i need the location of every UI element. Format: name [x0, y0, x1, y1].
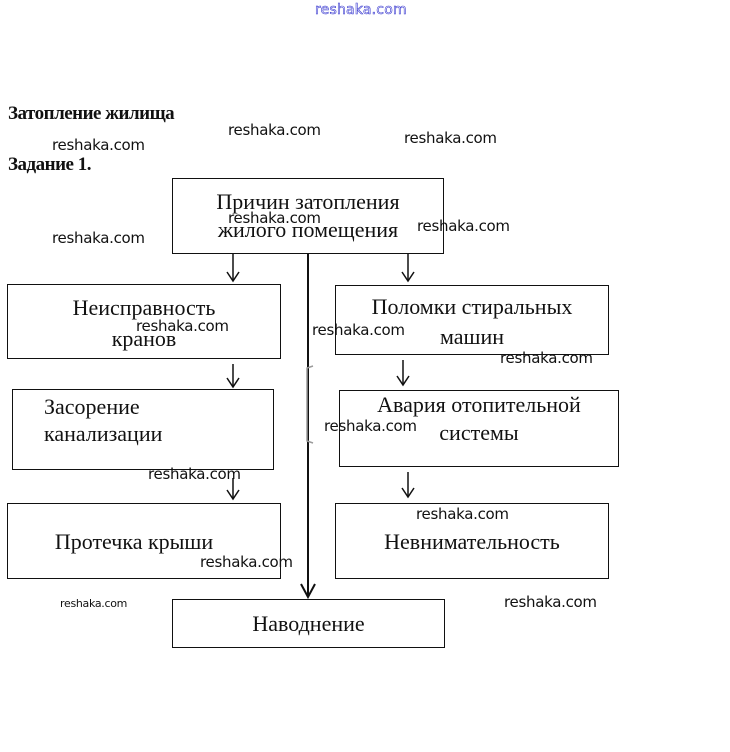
- watermark: reshaka.com: [136, 317, 229, 335]
- root-line1: Причин затопления: [216, 189, 400, 214]
- watermark: reshaka.com: [500, 349, 593, 367]
- watermark: reshaka.com: [416, 505, 509, 523]
- cause-line1: Засорение: [44, 394, 140, 419]
- cause-line1: Протечка крыши: [54, 529, 214, 554]
- arrowhead: [401, 271, 415, 283]
- bracket-mark: [306, 365, 314, 444]
- arrowhead: [396, 375, 410, 387]
- task-label: Задание 1.: [8, 154, 91, 175]
- watermark: reshaka.com: [324, 417, 417, 435]
- arrowhead-to-result: [300, 583, 316, 600]
- watermark: reshaka.com: [312, 321, 405, 339]
- cause-line2: системы: [439, 420, 519, 445]
- watermark: reshaka.com: [52, 136, 145, 154]
- cause-line1: Авария отопительной: [377, 392, 581, 417]
- watermark: reshaka.com: [404, 129, 497, 147]
- watermark: reshaka.com: [200, 553, 293, 571]
- watermark: reshaka.com: [148, 465, 241, 483]
- cause-line2: машин: [439, 324, 505, 349]
- result-label: Наводнение: [252, 611, 365, 636]
- watermark: reshaka.com: [504, 593, 597, 611]
- page-heading: Затопление жилища: [8, 103, 175, 124]
- cause-box-heating-failure: Авария отопительной системы: [339, 390, 619, 467]
- arrowhead: [226, 489, 240, 501]
- cause-line2: кранов: [111, 326, 177, 351]
- cause-line2: канализации: [44, 421, 163, 446]
- watermark: reshaka.com: [228, 209, 321, 227]
- cause-box-carelessness: Невнимательность: [335, 503, 609, 579]
- arrowhead: [226, 377, 240, 389]
- root-line2: жилого помещения: [217, 217, 399, 242]
- cause-line1: Неисправность: [72, 295, 216, 320]
- watermark: reshaka.com: [228, 121, 321, 139]
- cause-box-faulty-taps: Неисправность кранов: [7, 284, 281, 359]
- result-flood-box: Наводнение: [172, 599, 445, 648]
- watermark: reshaka.com: [417, 217, 510, 235]
- site-logo[interactable]: reshaka.com: [315, 2, 407, 19]
- arrowhead: [401, 487, 415, 499]
- cause-box-sewer-blockage: Засорение канализации: [12, 389, 274, 470]
- root-cause-box: Причин затопления жилого помещения: [172, 178, 444, 254]
- cause-box-washing-machine: Поломки стиральных машин: [335, 285, 609, 355]
- cause-box-roof-leak: Протечка крыши: [7, 503, 281, 579]
- watermark: reshaka.com: [60, 597, 128, 610]
- cause-line1: Поломки стиральных: [371, 294, 573, 319]
- arrowhead: [226, 271, 240, 283]
- cause-line1: Невнимательность: [384, 529, 560, 554]
- watermark: reshaka.com: [52, 229, 145, 247]
